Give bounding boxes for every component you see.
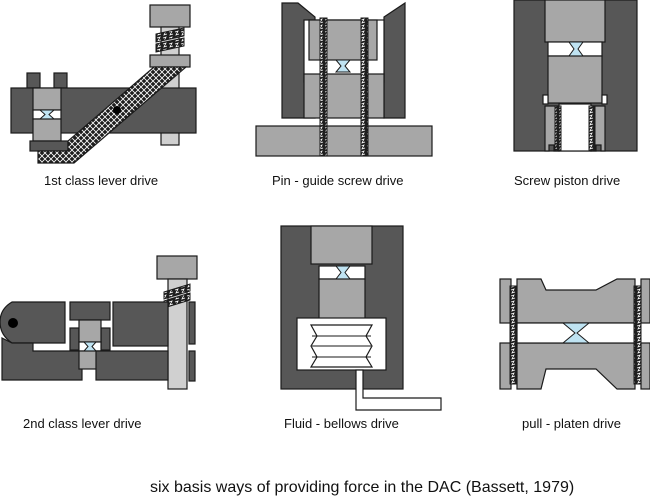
gap-left [542, 94, 549, 105]
post-right-lower [640, 342, 650, 390]
lever-plate [29, 140, 69, 152]
pull-screw-right [633, 285, 642, 385]
panel-pull-platen: pull - platen drive [499, 278, 650, 431]
lever-block [69, 301, 111, 321]
base-plate [255, 125, 433, 157]
lower-piston [547, 55, 603, 104]
post-right-upper [640, 278, 650, 324]
fluid-pipe [355, 369, 442, 411]
figure-caption: six basis ways of providing force in the… [150, 479, 574, 496]
frame-post-lower [188, 350, 196, 382]
label-screw-piston: Screw piston drive [514, 173, 620, 188]
lower-frame-left [1, 337, 83, 381]
pull-screw-left [509, 285, 518, 385]
upper-piston [544, 0, 606, 43]
spring-icon [155, 27, 185, 53]
lever-arm [37, 66, 188, 164]
guide-screw-left [319, 17, 328, 157]
post-right [53, 72, 68, 89]
diamond-anvils-icon [561, 322, 591, 344]
upper-platen [516, 278, 636, 324]
lever-body-right [112, 301, 169, 347]
upper-piston [310, 225, 373, 265]
frame-post-upper [188, 301, 196, 345]
screw-head [149, 4, 191, 28]
panel-first-class-lever: 1st class lever drive [10, 4, 197, 188]
anvil-support-left [69, 327, 80, 351]
guide-screw-right [360, 17, 369, 157]
panel-screw-piston: Screw piston drive [513, 0, 638, 188]
screw-thread-left [554, 105, 562, 152]
center-bore [558, 103, 592, 152]
panel-pin-guide-screw: Pin - guide screw drive [255, 1, 433, 188]
label-pin-guide-screw: Pin - guide screw drive [272, 173, 404, 188]
screw-nut [149, 54, 191, 68]
pivot-icon [8, 318, 18, 328]
gap-right [601, 94, 608, 105]
diamond-anvils-icon [334, 59, 352, 73]
bellows-folds [312, 335, 371, 358]
lower-piston [303, 73, 385, 119]
post-left-lower [499, 342, 512, 390]
screw-head [156, 255, 198, 280]
anvil-support-right [100, 327, 111, 351]
label-pull-platen: pull - platen drive [522, 416, 621, 431]
lower-piston [318, 278, 366, 326]
label-second-class-lever: 2nd class lever drive [23, 416, 142, 431]
pivot-icon [113, 106, 121, 114]
right-frame [383, 1, 406, 119]
label-first-class-lever: 1st class lever drive [44, 173, 158, 188]
upper-anvil [78, 319, 102, 343]
lower-frame-right [95, 350, 169, 381]
lower-platen [516, 342, 636, 390]
upper-anvil [32, 87, 62, 111]
label-fluid-bellows: Fluid - bellows drive [284, 416, 399, 431]
panel-second-class-lever: 2nd class lever drive [0, 255, 198, 431]
post-left-upper [499, 278, 512, 324]
lower-anvil [32, 118, 62, 142]
post-left [26, 72, 41, 89]
screw-thread-right [588, 105, 596, 152]
panel-fluid-bellows: Fluid - bellows drive [280, 225, 442, 431]
